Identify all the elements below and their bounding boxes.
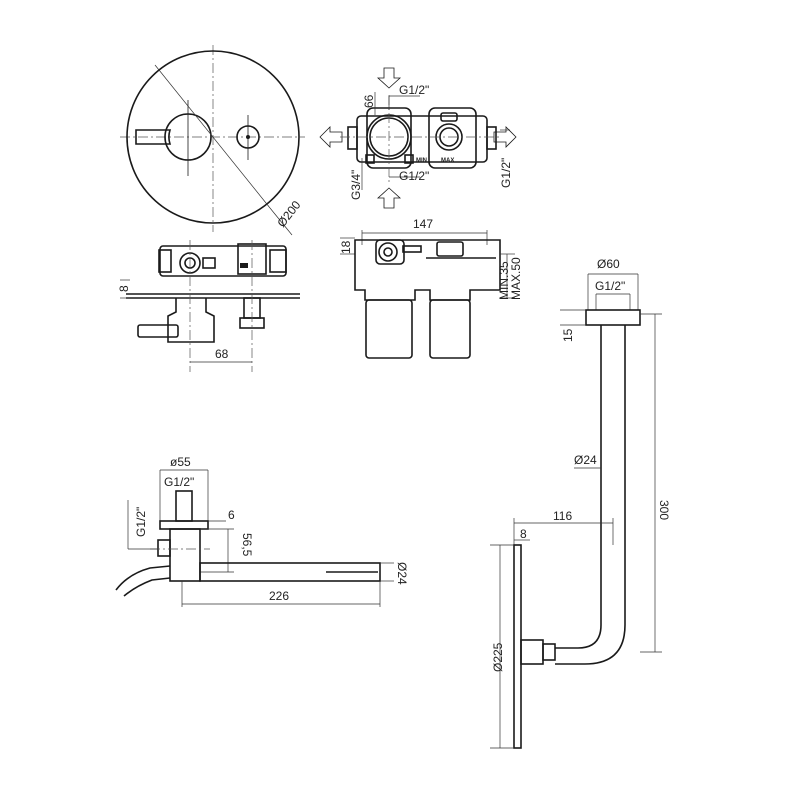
dim-plate-diameter: Ø200 xyxy=(274,198,303,230)
arrow-up-icon xyxy=(376,187,402,209)
dim-g12-right: G1/2" xyxy=(499,158,513,188)
dim-g12-spout-side: G1/2" xyxy=(134,507,148,537)
dim-56-5: 56,5 xyxy=(240,533,254,557)
dim-min35: MIN.35 xyxy=(497,261,511,300)
dim-g12-arm: G1/2" xyxy=(595,279,625,293)
dim-24-spout: Ø24 xyxy=(395,562,409,585)
dim-116: 116 xyxy=(553,509,572,523)
dim-226: 226 xyxy=(269,589,289,603)
dim-68: 68 xyxy=(215,347,229,361)
spout-view: ø55 G1/2" 6 G1/2" 56,5 Ø24 226 xyxy=(115,455,409,607)
plate-front-view: Ø200 xyxy=(120,45,305,236)
dim-g34: G3/4" xyxy=(349,170,363,200)
dim-8-mixer: 8 xyxy=(117,285,131,292)
dim-8-head: 8 xyxy=(520,527,527,541)
dim-g12-spout-top: G1/2" xyxy=(164,475,194,489)
dim-300: 300 xyxy=(657,500,671,520)
mixer-side-view: 8 68 xyxy=(117,240,300,372)
valve-body-side-view: 147 18 MAX.50 MIN.35 xyxy=(339,217,523,359)
dim-60: Ø60 xyxy=(597,257,620,271)
dim-6: 6 xyxy=(228,508,235,522)
dim-max50: MAX.50 xyxy=(509,257,523,300)
valve-body-top-view: MIN MAX G1/2" 66 G1/2" G3/4" G1/2" xyxy=(319,67,517,209)
dim-225: Ø225 xyxy=(491,642,505,672)
dim-66: 66 xyxy=(362,94,376,108)
shower-arm-view: Ø60 G1/2" 15 Ø24 300 116 8 Ø225 xyxy=(490,257,671,749)
dim-147: 147 xyxy=(413,217,433,231)
dim-g12-bottom: G1/2" xyxy=(399,169,429,183)
dim-24-arm: Ø24 xyxy=(574,453,597,467)
arrow-down-icon xyxy=(376,67,402,89)
dim-18: 18 xyxy=(339,240,353,254)
dim-55: ø55 xyxy=(170,455,191,469)
min-mark: MIN xyxy=(416,158,427,164)
dim-g12-top: G1/2" xyxy=(399,83,429,97)
max-mark: MAX xyxy=(441,158,454,164)
dim-15: 15 xyxy=(561,328,575,342)
arrow-left-icon xyxy=(319,126,343,148)
